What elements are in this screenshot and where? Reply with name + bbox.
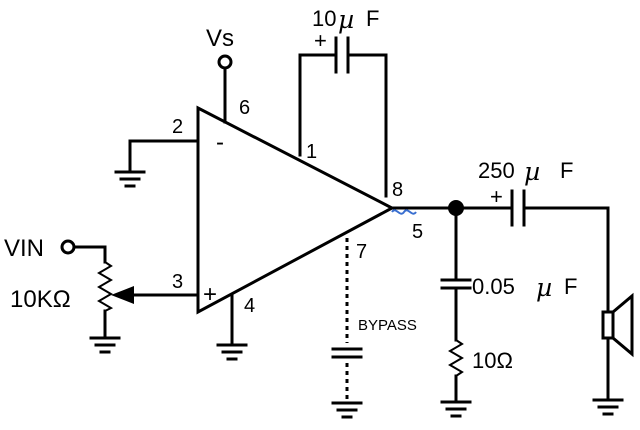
pin-3-label: 3 bbox=[172, 271, 183, 293]
feedback-capacitor bbox=[298, 36, 388, 198]
pin-1-label: 1 bbox=[306, 141, 317, 163]
output-cap-value: 250 µ F bbox=[478, 157, 573, 186]
vs-terminal bbox=[217, 54, 233, 70]
ground-symbol-pin4 bbox=[216, 343, 248, 361]
wiper-arrow bbox=[111, 286, 134, 304]
svg-text:0.05: 0.05 bbox=[472, 274, 515, 299]
output-cap-plus: + bbox=[490, 184, 503, 209]
pot-label: 10KΩ bbox=[10, 286, 71, 313]
potentiometer-10k bbox=[97, 261, 114, 312]
ground-symbol-snubber bbox=[440, 400, 472, 418]
non-inverting-input-sign: + bbox=[203, 281, 217, 308]
pin-2-label: 2 bbox=[172, 116, 183, 138]
svg-text:250: 250 bbox=[478, 158, 515, 183]
ground-symbol-pin2 bbox=[114, 170, 146, 188]
pin-7-label: 7 bbox=[356, 241, 367, 263]
output-capacitor bbox=[510, 189, 526, 227]
snubber-resistor bbox=[448, 339, 464, 377]
feedback-cap-value: 10 µ F bbox=[312, 5, 379, 34]
ground-symbol-speaker bbox=[592, 398, 624, 416]
ground-symbol-bypass bbox=[331, 401, 363, 419]
pin-6-label: 6 bbox=[239, 97, 250, 119]
output-marker bbox=[391, 209, 417, 215]
bypass-label: BYPASS bbox=[358, 317, 417, 334]
svg-text:µ: µ bbox=[536, 273, 552, 302]
svg-text:F: F bbox=[564, 274, 577, 299]
pin-4-label: 4 bbox=[244, 295, 255, 317]
feedback-cap-plus: + bbox=[314, 28, 327, 53]
svg-text:10: 10 bbox=[312, 6, 336, 31]
vin-terminal bbox=[60, 239, 76, 255]
svg-text:µ: µ bbox=[338, 5, 354, 34]
svg-text:F: F bbox=[560, 158, 573, 183]
vin-label: VIN bbox=[4, 235, 44, 262]
svg-text:µ: µ bbox=[524, 157, 540, 186]
ground-symbol-pot bbox=[89, 336, 121, 354]
snubber-cap-value: 0.05 µ F bbox=[472, 273, 577, 302]
amplifier-triangle bbox=[196, 105, 396, 315]
resistor-label: 10Ω bbox=[472, 348, 513, 373]
svg-text:F: F bbox=[366, 6, 379, 31]
pin-5-label: 5 bbox=[412, 221, 423, 243]
vs-label: Vs bbox=[206, 25, 234, 52]
pin-8-label: 8 bbox=[392, 179, 403, 201]
inverting-input-sign: - bbox=[216, 129, 224, 156]
